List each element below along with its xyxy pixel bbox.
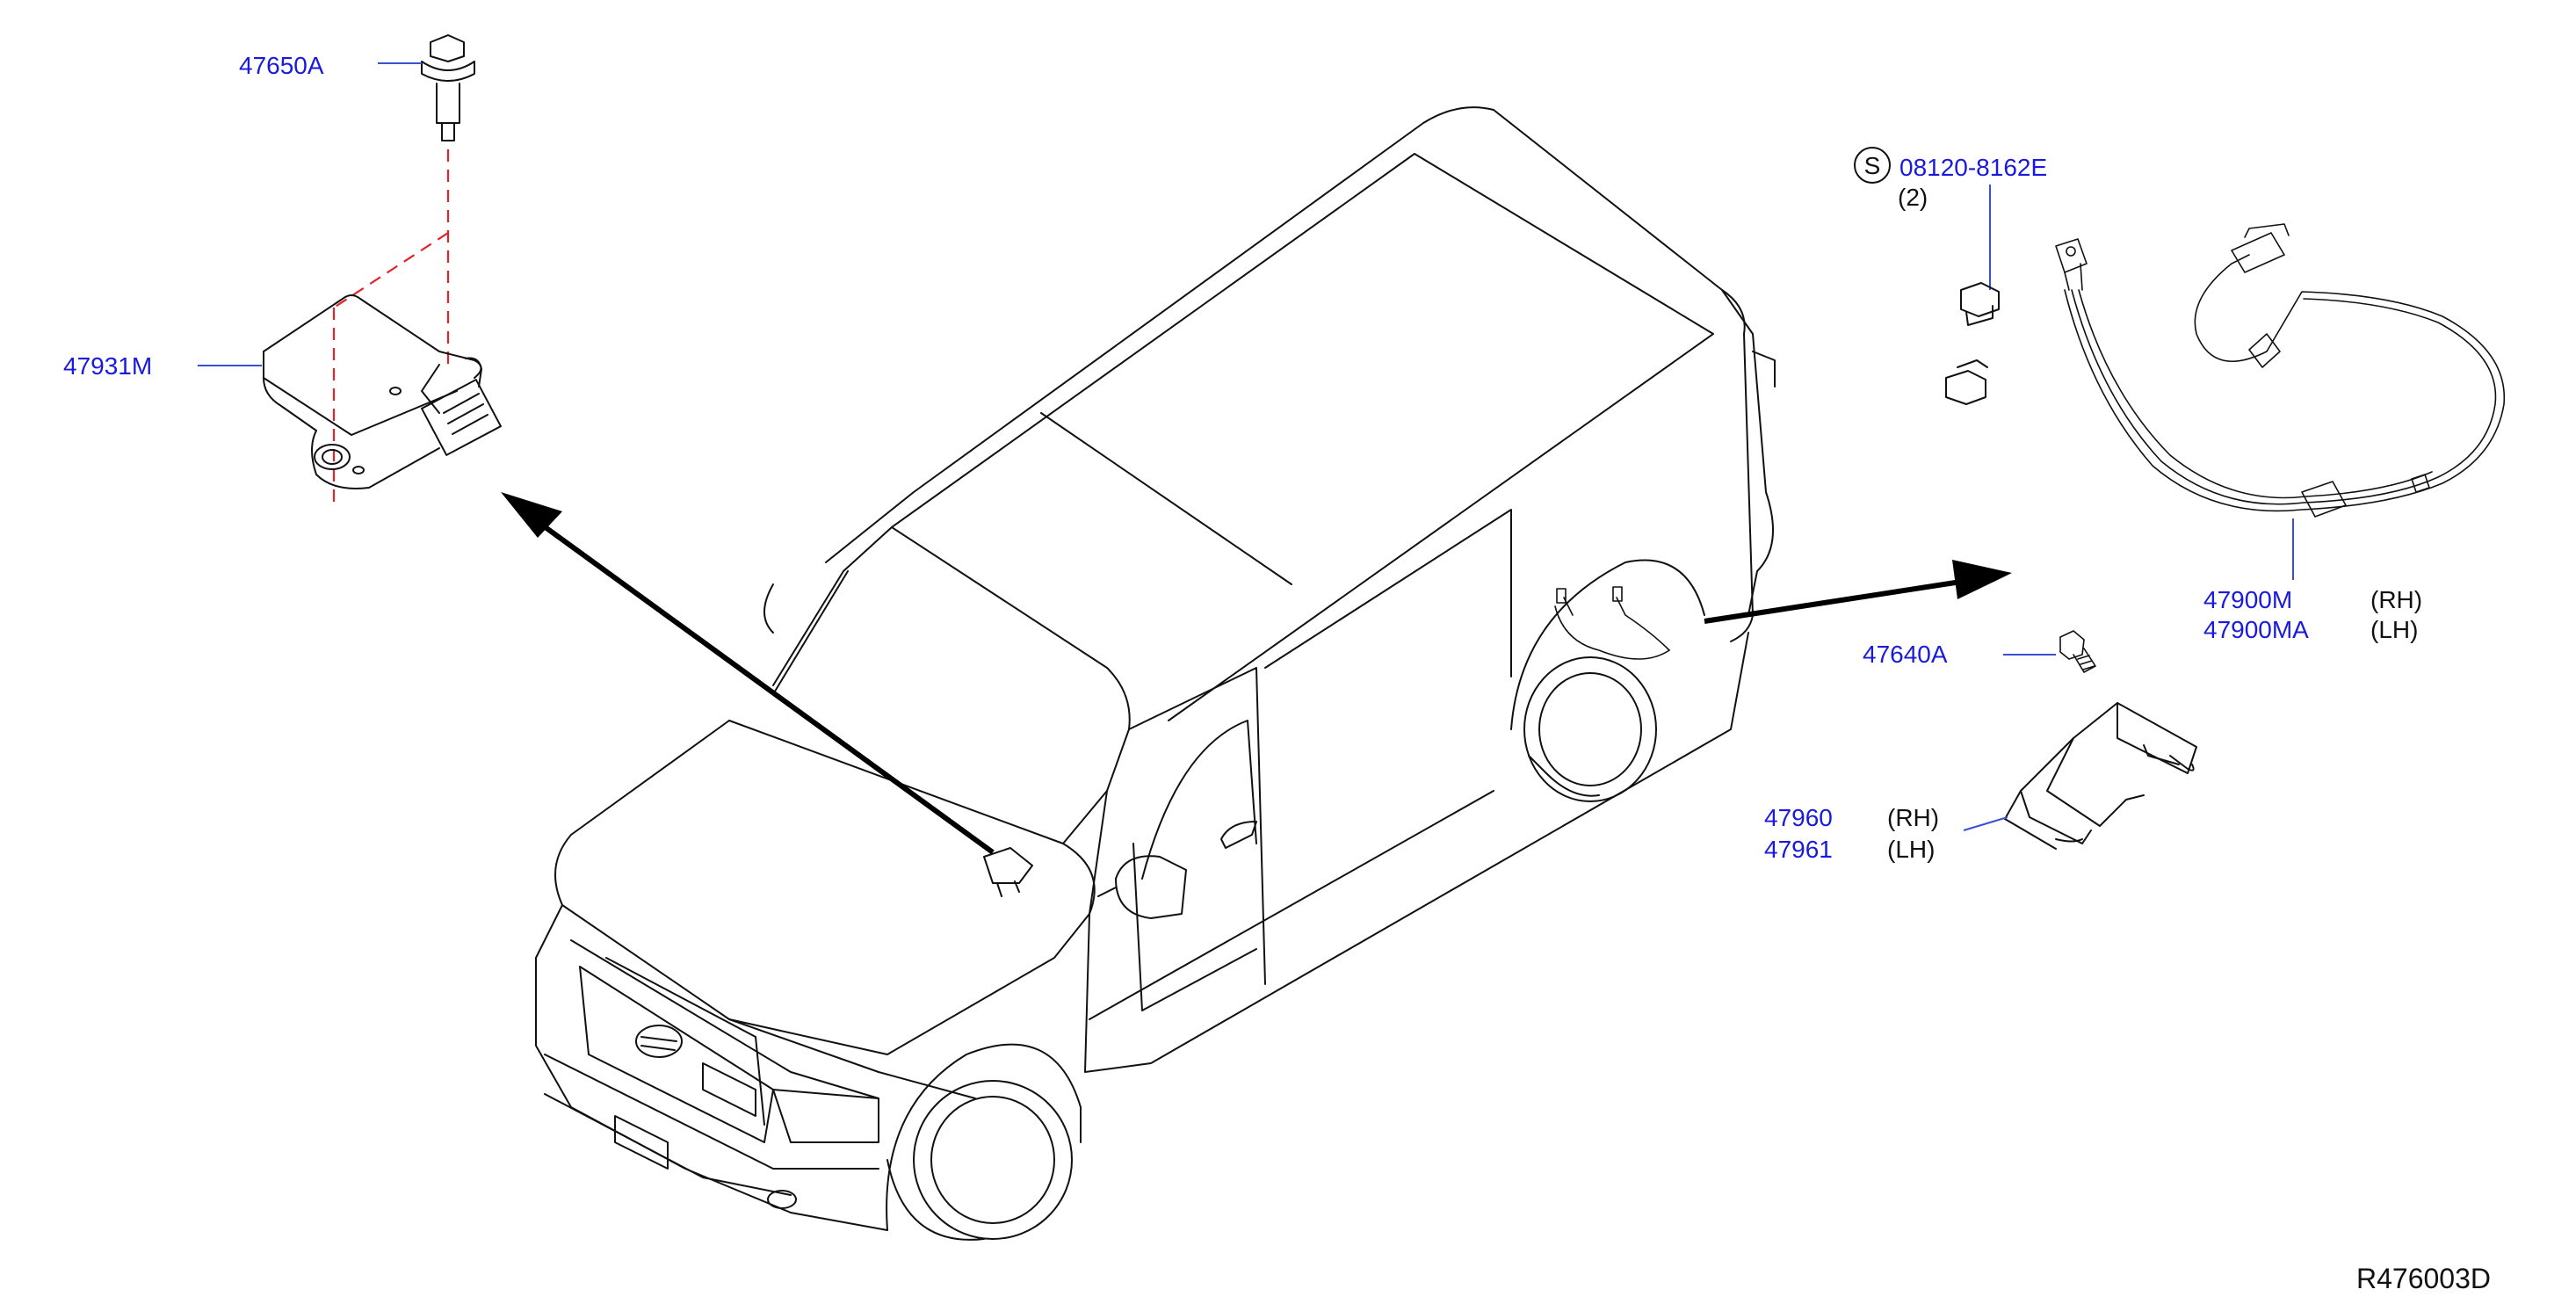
part-number-08120-8162e: 08120-8162E (1899, 154, 2047, 181)
side-rh-47900m: (RH) (2370, 586, 2422, 613)
side-lh-47961: (LH) (1887, 836, 1935, 863)
screw-symbol-letter: S (1864, 152, 1881, 179)
side-rh-47960: (RH) (1887, 804, 1939, 831)
harness-illustration (2055, 223, 2506, 518)
bolt-47650a-illustration (421, 34, 475, 141)
part-number-47961: 47961 (1764, 836, 1833, 863)
mask-lines (677, 641, 1494, 668)
side-lh-47900ma: (LH) (2370, 616, 2418, 643)
part-number-47900m: 47900M (2203, 586, 2292, 613)
part-number-47900ma: 47900MA (2203, 616, 2309, 643)
part-number-47650a: 47650A (239, 52, 324, 79)
diagram-reference-code: R476003D (2356, 1263, 2491, 1294)
callout-arrows (501, 492, 2012, 855)
part-number-47640a: 47640A (1863, 641, 1948, 668)
bracket-illustration (2004, 702, 2197, 850)
vehicle-illustration (535, 106, 1776, 1241)
screws-illustration (1945, 282, 2000, 405)
small-bolt-illustration (2059, 630, 2096, 673)
part-number-47960: 47960 (1764, 804, 1833, 831)
screw-quantity: (2) (1898, 184, 1928, 211)
sensor-47931m-illustration (263, 294, 502, 489)
screw-symbol: S (1854, 147, 1891, 184)
part-number-47931m: 47931M (63, 352, 152, 380)
assembly-centerline (332, 149, 450, 510)
